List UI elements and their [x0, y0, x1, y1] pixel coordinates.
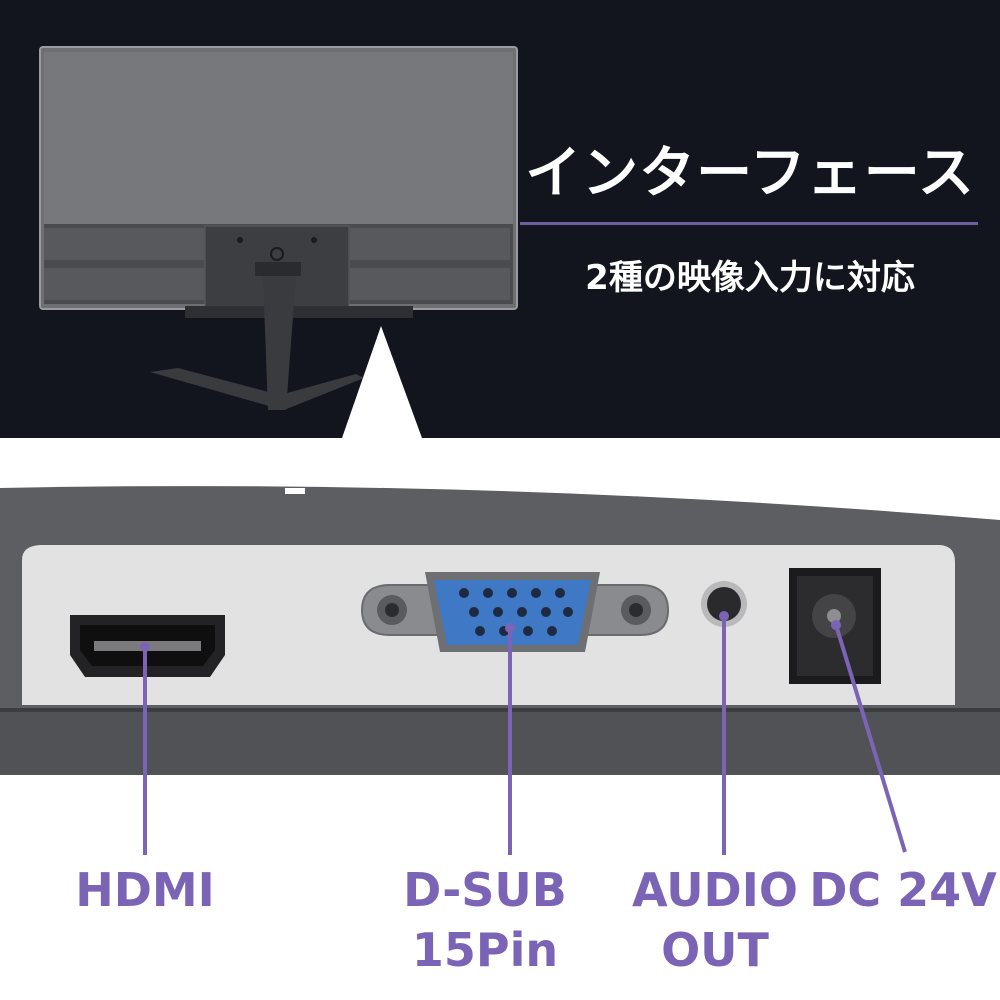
audio-label-line2: OUT	[661, 923, 769, 977]
monitor-bottom-bezel	[0, 708, 1000, 775]
housing-notch	[285, 488, 305, 494]
monitor-vent-right-bottom	[350, 268, 510, 300]
title-divider	[520, 222, 978, 225]
cable-hook	[270, 247, 284, 261]
monitor-vent-left-top	[44, 228, 204, 260]
monitor-rear-illustration	[39, 46, 518, 438]
vga-port	[360, 572, 670, 652]
callout-lines	[143, 616, 907, 855]
audio-jack	[701, 581, 747, 627]
monitor-vent-left-bottom	[44, 268, 204, 300]
dc-callout-line	[834, 624, 907, 853]
stand-neck	[263, 276, 296, 410]
mount-screw-left	[237, 237, 243, 243]
audio-label: AUDIO OUT	[620, 860, 810, 980]
audio-label-line1: AUDIO	[632, 863, 798, 917]
monitor-back-upper	[44, 52, 513, 224]
stand-leg-left	[150, 368, 280, 408]
dsub-label-line1: D-SUB	[403, 863, 567, 917]
dsub-label: D-SUB 15Pin	[380, 860, 590, 980]
stand-connector	[255, 262, 301, 276]
monitor-vent-right-top	[350, 228, 510, 260]
dsub-label-line2: 15Pin	[411, 923, 559, 977]
header-panel: インターフェース 2種の映像入力に対応	[0, 0, 1000, 438]
dc-label: DC 24V	[808, 860, 998, 920]
mount-screw-right	[311, 237, 317, 243]
stand-leg-right	[280, 374, 364, 410]
hdmi-label: HDMI	[50, 860, 240, 920]
hdmi-label-line1: HDMI	[75, 863, 215, 917]
page-subtitle: 2種の映像入力に対応	[585, 258, 915, 298]
callout-pointer	[342, 326, 422, 438]
monitor-bottom-rim	[185, 306, 413, 318]
dc-label-line1: DC 24V	[809, 863, 997, 917]
page-title: インターフェース	[525, 141, 975, 206]
